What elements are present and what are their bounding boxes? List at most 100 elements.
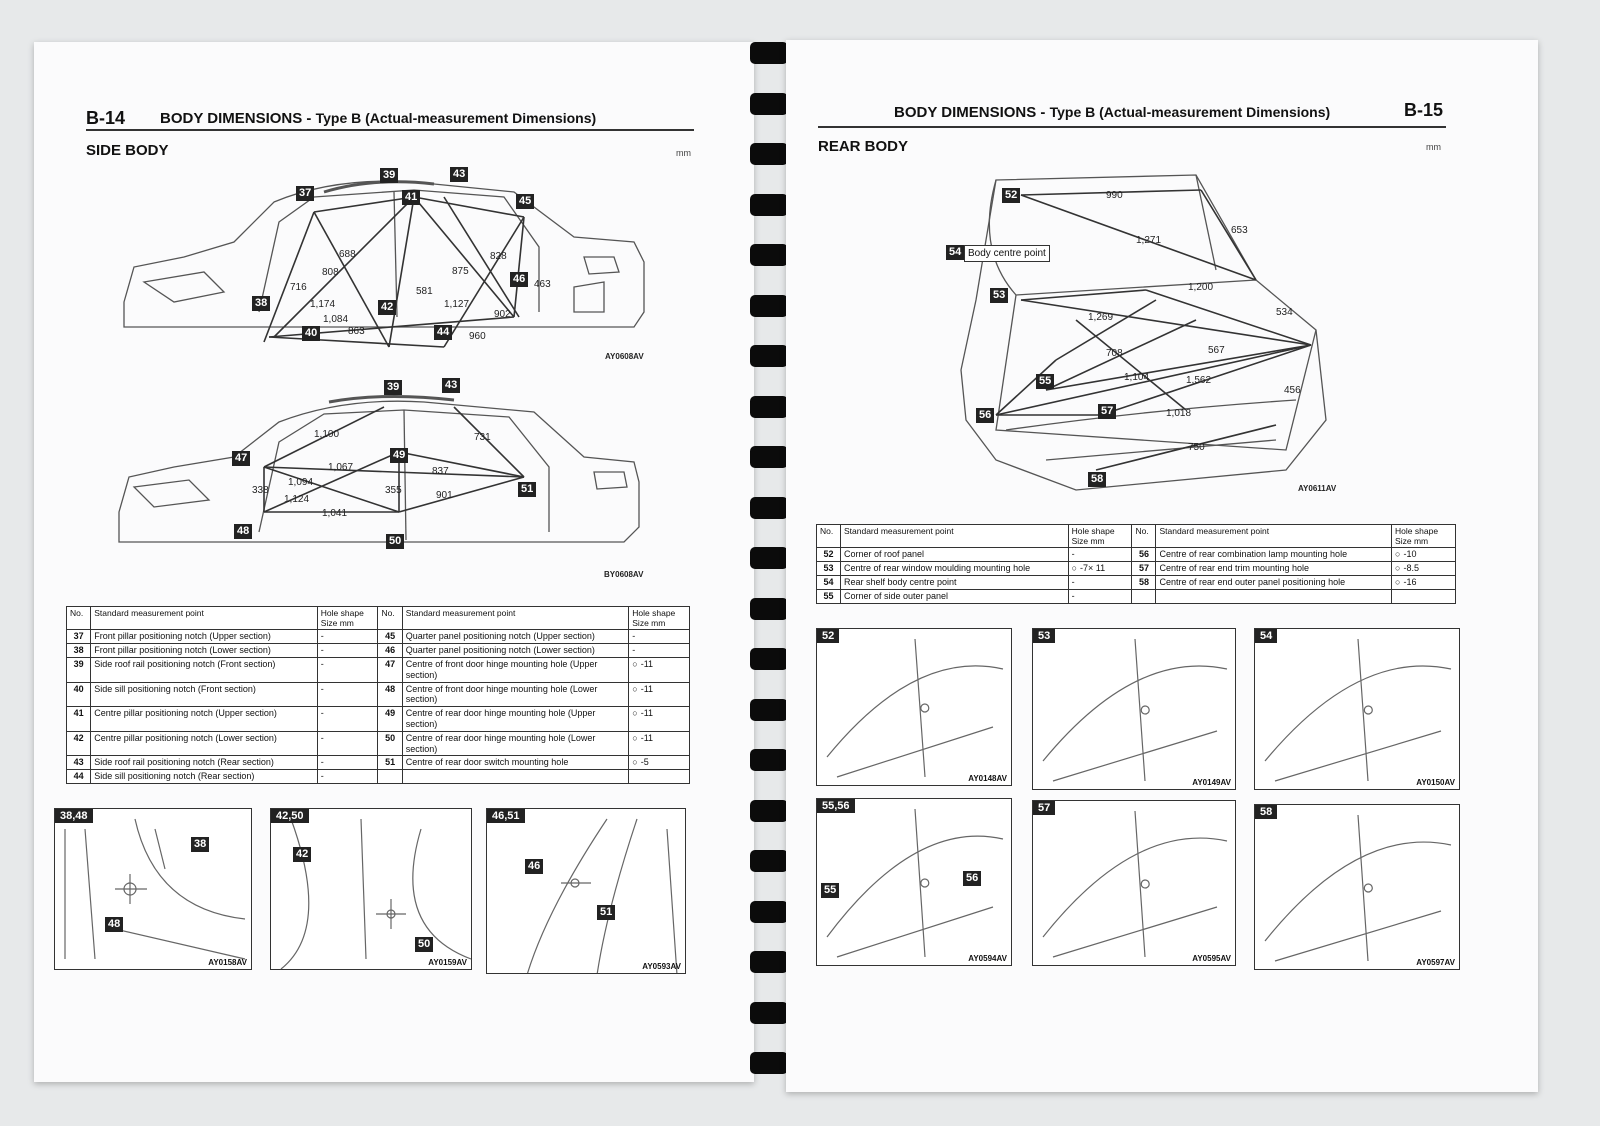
hole-size: -10 bbox=[1403, 549, 1417, 560]
dim-label: 990 bbox=[1106, 190, 1123, 201]
marker-label: 57 bbox=[1098, 404, 1117, 419]
binding-ring bbox=[750, 799, 788, 822]
detail-label: 46,51 bbox=[487, 809, 525, 823]
dim-label: 463 bbox=[534, 279, 551, 290]
dim-label: 901 bbox=[436, 490, 453, 501]
page-title: BODY DIMENSIONS - Type B (Actual-measure… bbox=[160, 110, 597, 127]
cell-hole-size: - bbox=[316, 755, 379, 771]
cell-hole-size: - bbox=[316, 681, 379, 708]
hole-shape: ○ bbox=[632, 658, 638, 669]
binding-ring bbox=[750, 395, 788, 418]
cell-hole-size bbox=[1391, 588, 1456, 604]
col-header: No. bbox=[65, 605, 92, 631]
hole-shape: - bbox=[320, 658, 324, 669]
marker-label: 37 bbox=[296, 186, 315, 201]
dim-label: 355 bbox=[385, 485, 402, 496]
marker-label: 41 bbox=[402, 190, 421, 205]
dim-label: 1,100 bbox=[314, 429, 339, 440]
car-outline bbox=[123, 180, 645, 328]
cell-hole-size: ○-11 bbox=[628, 656, 690, 683]
cell-hole-size: ○-11 bbox=[628, 730, 690, 757]
binding-ring bbox=[750, 1052, 788, 1074]
section-title: SIDE BODY bbox=[86, 142, 169, 159]
dim-label: 708 bbox=[1106, 348, 1123, 359]
col-header: No. bbox=[1131, 523, 1157, 549]
marker-label: 55 bbox=[821, 883, 840, 898]
cell-point: Corner of side outer panel bbox=[839, 588, 1069, 604]
hole-shape: - bbox=[320, 631, 324, 642]
dim-label: 567 bbox=[1208, 345, 1225, 356]
cell-number: 48 bbox=[377, 681, 403, 708]
cell-hole-size: ○-11 bbox=[628, 706, 690, 732]
detail-code: AY0159AV bbox=[428, 958, 467, 967]
marker-label: 38 bbox=[191, 837, 210, 852]
subtitle-text: Type B (Actual-measurement Dimensions) bbox=[1049, 104, 1331, 120]
marker-label: 38 bbox=[252, 296, 271, 311]
cell-hole-size: - bbox=[316, 629, 379, 645]
dim-label: 456 bbox=[1284, 385, 1301, 396]
binding-ring bbox=[750, 193, 788, 216]
cell-number: 37 bbox=[65, 629, 92, 645]
marker-label: 43 bbox=[450, 167, 469, 182]
dimension-labels: 688 808 716 1,174 1,084 863 581 875 828 … bbox=[290, 249, 551, 342]
cell-point: Centre of rear end outer panel positioni… bbox=[1155, 574, 1393, 590]
binding-ring bbox=[750, 446, 788, 468]
marker-label: 46 bbox=[525, 859, 544, 874]
marker-label: 50 bbox=[386, 534, 405, 549]
hole-shape: - bbox=[632, 631, 636, 642]
col-header: Hole shape Size mm bbox=[628, 605, 690, 631]
marker-label: 39 bbox=[384, 380, 403, 395]
binding-ring bbox=[750, 597, 788, 620]
marker-label: 50 bbox=[415, 937, 434, 952]
dim-label: 1,018 bbox=[1166, 408, 1191, 419]
detail-view: 38,48 38 48 AY0158AV bbox=[54, 808, 252, 970]
section-title: REAR BODY bbox=[818, 138, 909, 155]
marker-label: 54 bbox=[946, 245, 965, 260]
hole-shape: - bbox=[320, 708, 324, 719]
hole-shape-header: Hole shape bbox=[632, 608, 676, 618]
side-body-figure-lower: 1,100 731 1,067 837 1,094 338 355 1,124 … bbox=[118, 394, 640, 543]
hole-shape: - bbox=[1071, 576, 1075, 587]
marker-label: 58 bbox=[1088, 472, 1107, 487]
dim-label: 653 bbox=[1231, 225, 1248, 236]
marker-label: 53 bbox=[990, 288, 1009, 303]
subtitle-text: Type B (Actual-measurement Dimensions) bbox=[315, 110, 597, 126]
cell-point: Side sill positioning notch (Front secti… bbox=[90, 681, 318, 708]
detail-label: 52 bbox=[817, 629, 840, 643]
cell-hole-size: - bbox=[316, 656, 379, 683]
detail-drawing bbox=[826, 638, 1004, 778]
dim-label: 1,104 bbox=[1124, 372, 1149, 383]
title-text: BODY DIMENSIONS bbox=[160, 110, 303, 127]
dim-label: 581 bbox=[416, 286, 433, 297]
cell-hole-size: ○-16 bbox=[1391, 574, 1456, 590]
cell-number: 52 bbox=[816, 547, 841, 563]
hole-shape: ○ bbox=[1395, 549, 1401, 560]
marker-label: 42 bbox=[378, 300, 397, 315]
binding-ring bbox=[750, 42, 788, 64]
cell-point: Corner of roof panel bbox=[839, 547, 1069, 563]
detail-drawing bbox=[1042, 810, 1228, 958]
size-header: Size mm bbox=[1071, 536, 1105, 547]
marker-label: 43 bbox=[442, 378, 461, 393]
cell-point: Centre of rear door hinge mounting hole … bbox=[401, 730, 630, 757]
hole-shape: ○ bbox=[632, 732, 638, 743]
hole-shape-header: Hole shape bbox=[1395, 526, 1439, 536]
hole-size: -5 bbox=[640, 757, 649, 768]
figure-code: BY0608AV bbox=[604, 570, 644, 579]
dim-label: 1,271 bbox=[1136, 235, 1161, 246]
hole-size: -11 bbox=[640, 732, 654, 743]
spiral-binding bbox=[738, 40, 798, 1100]
cell-number: 49 bbox=[377, 706, 403, 732]
cell-point: Centre pillar positioning notch (Lower s… bbox=[90, 730, 318, 757]
detail-drawing bbox=[826, 808, 1004, 958]
dim-label: 731 bbox=[474, 432, 491, 443]
cell-point: Centre of rear combination lamp mounting… bbox=[1155, 547, 1393, 563]
